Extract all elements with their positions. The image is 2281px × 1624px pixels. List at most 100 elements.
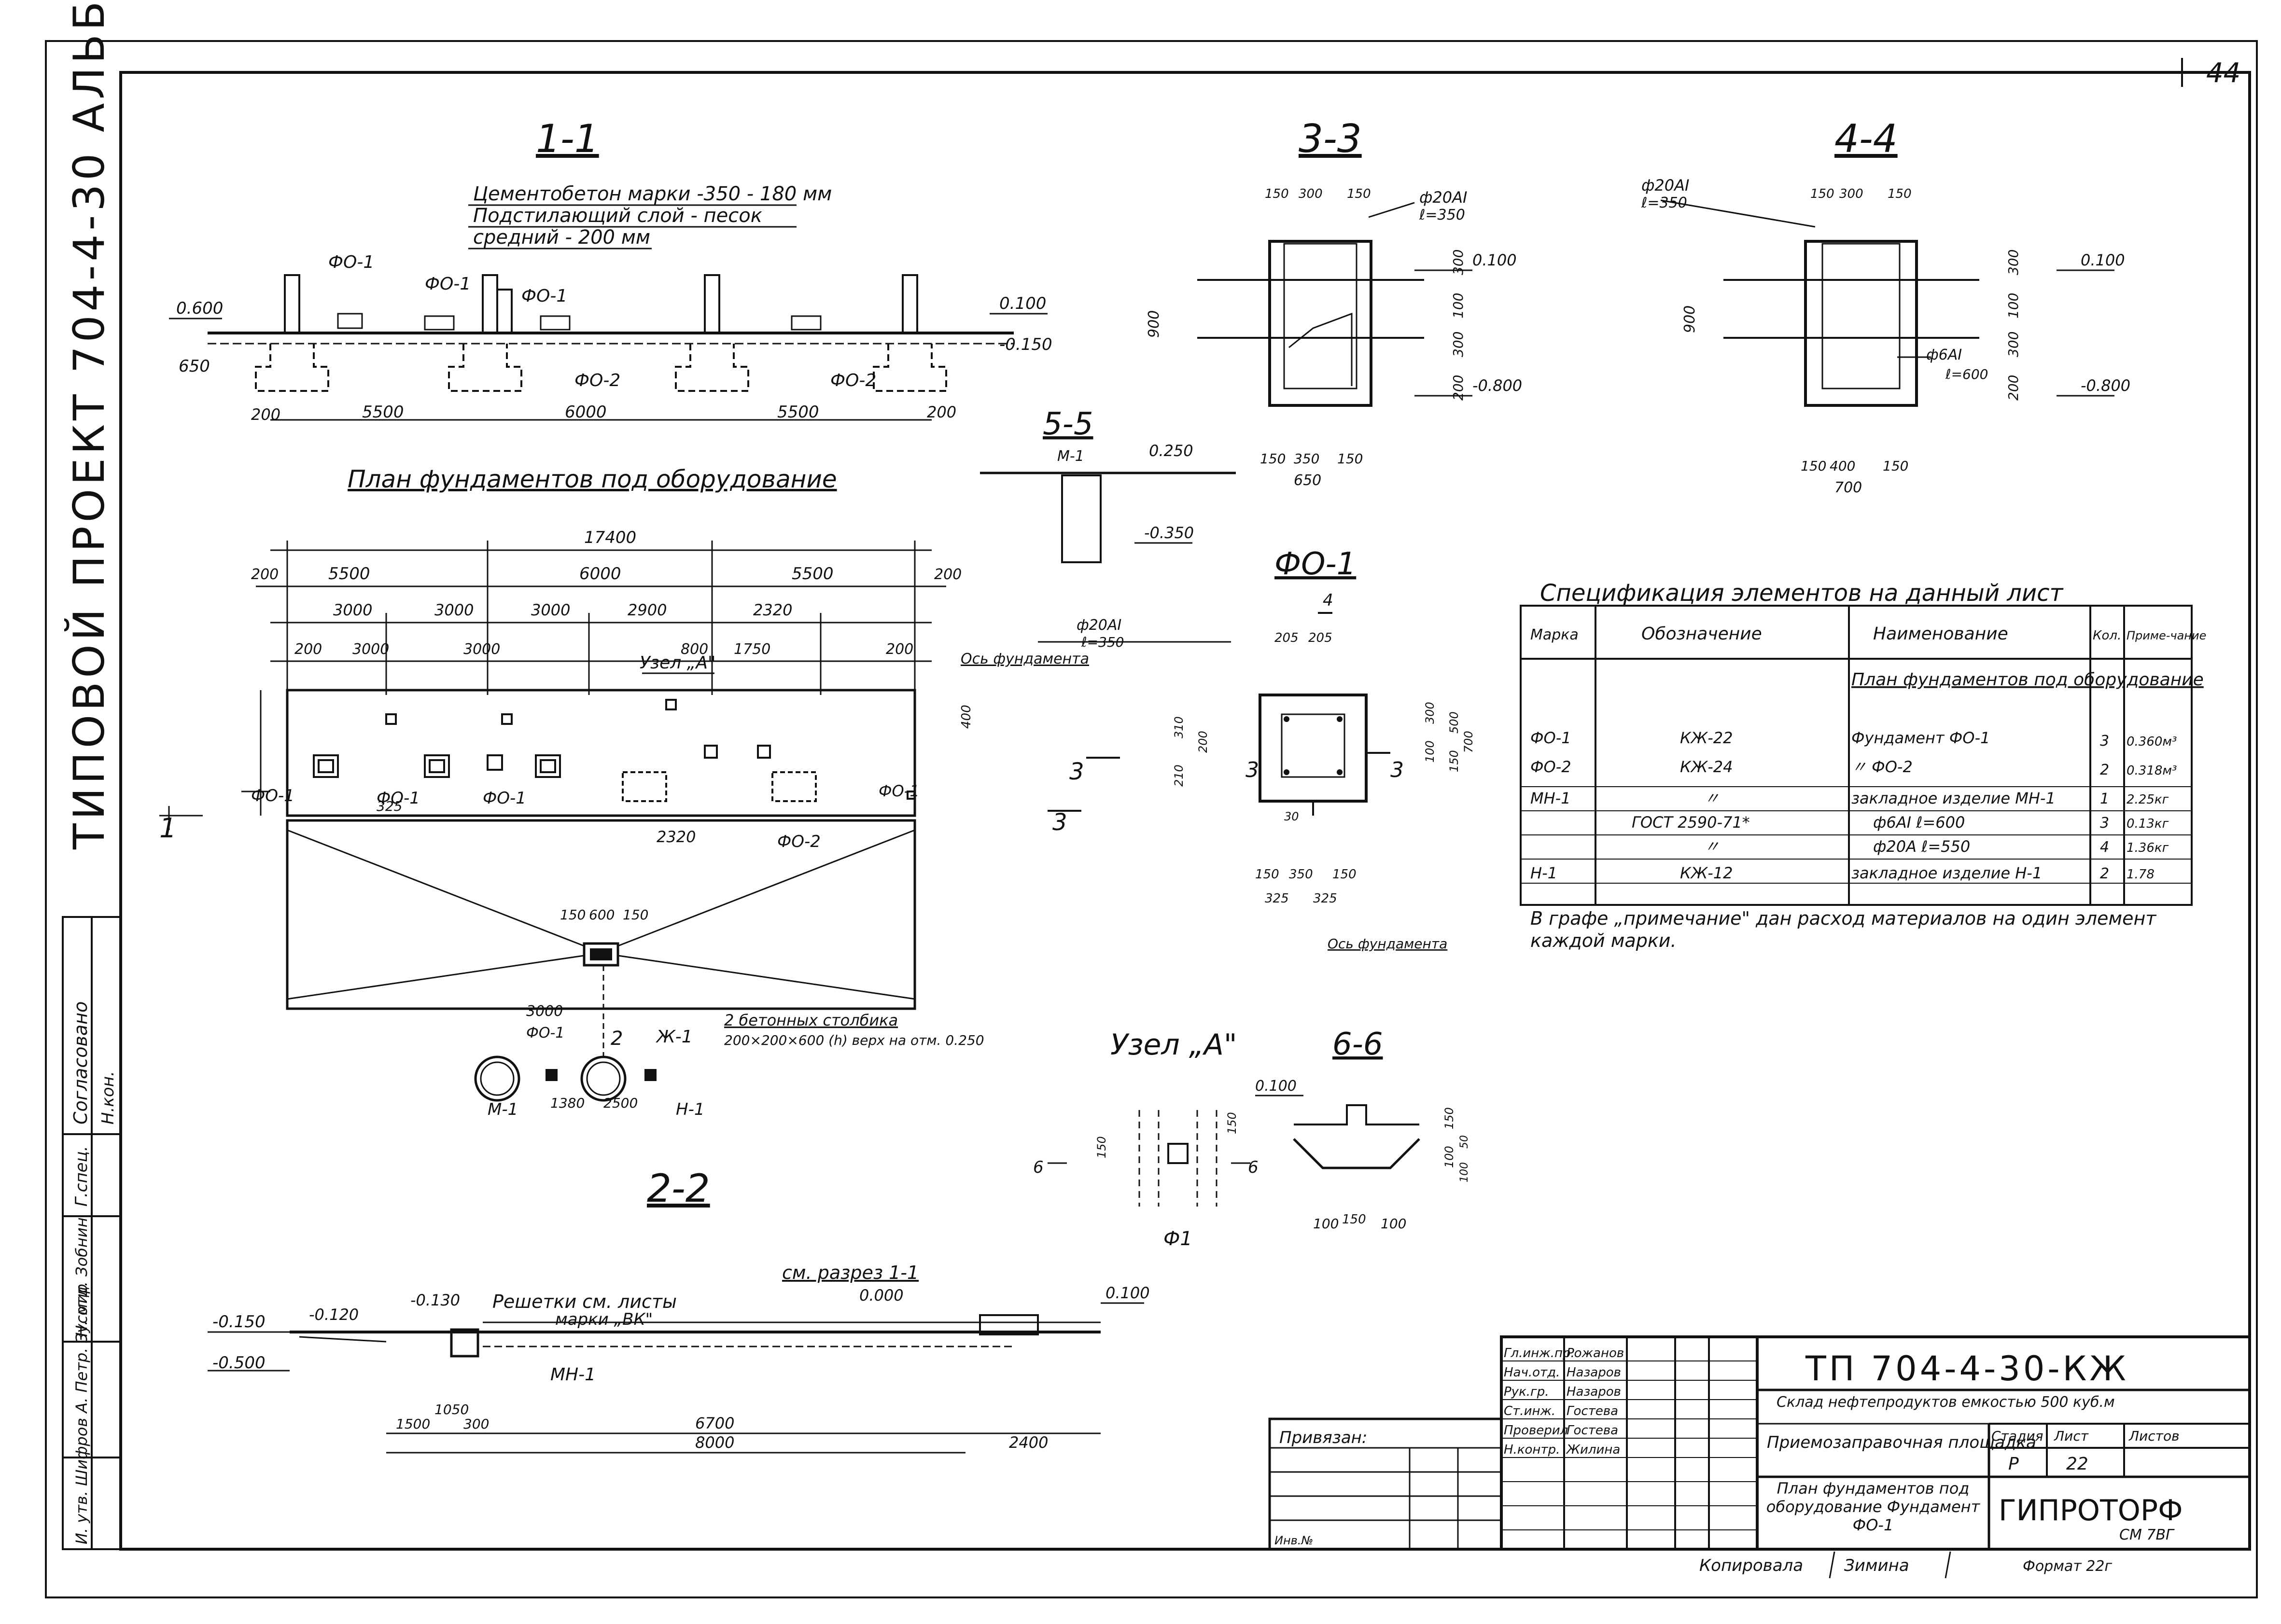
- tb-name-5: Жилина: [1566, 1443, 1620, 1457]
- section-1-1: 1-1 Цементобетон марки -350 - 180 мм Под…: [169, 116, 1052, 424]
- plan-dim-3000c: 3000: [531, 601, 570, 619]
- fo1-lbl-0: 4: [1323, 591, 1333, 610]
- plan-below-2500: 2500: [603, 1095, 638, 1111]
- uzel-a-lbl-0: 6: [1033, 1158, 1044, 1177]
- fo1-lbl-13: 200: [1196, 731, 1210, 753]
- s33-lbl-7: 300: [1450, 332, 1466, 357]
- tb-stage: Р: [2008, 1454, 2019, 1474]
- s44-lbl-8: 100: [2005, 293, 2021, 319]
- section-3-3: 3-3 ф20АI ℓ=350 0.100 -0.800 900 300 100…: [1146, 116, 1522, 489]
- spec-r2-c4: 2.25кг: [2127, 792, 2169, 807]
- fo1-title: ФО-1: [1274, 546, 1356, 582]
- plan-below-note2: 200×200×600 (h) верх на отм. 0.250: [724, 1032, 984, 1048]
- s33-lbl-10: 350: [1294, 451, 1319, 467]
- s22-lbl-m0120: -0.120: [309, 1305, 359, 1324]
- plan-lbl-fo1-b: ФО-1: [483, 789, 526, 808]
- s44-lbl-7: 300: [2005, 250, 2021, 275]
- section-2-2: 2-2 -0.150 -0.500 -0.120 -0.130 Решетки …: [208, 1166, 1150, 1454]
- plan-below-m1: М-1: [488, 1100, 518, 1119]
- tb-org: ГИПРОТОРФ: [1999, 1494, 2183, 1527]
- s55-lbl-1: 0.250: [1149, 442, 1193, 460]
- s55-lbl-2: -0.350: [1144, 524, 1194, 542]
- plan-lbl-fo1-left: ФО-1: [251, 786, 294, 805]
- plan-dim-6000: 6000: [579, 564, 621, 583]
- s44-lbl-6: 900: [1681, 305, 1698, 333]
- s22-lbl-see: см. разрез 1-1: [782, 1262, 919, 1283]
- section-4-4-title: 4-4: [1834, 116, 1898, 161]
- fo1-lbl-8: 325: [1265, 891, 1289, 906]
- s33-lbl-11: 150: [1337, 451, 1363, 467]
- tb-copier: Зимина: [1844, 1556, 1909, 1575]
- fo1-lbl-17: 150: [1447, 750, 1461, 772]
- fo1-lbl-5: 150: [1255, 867, 1279, 882]
- fo1-lbl-3: 3: [1245, 758, 1259, 782]
- plan-lbl-325: 325: [377, 798, 402, 814]
- tb-sheet-hdr: Лист: [2054, 1428, 2089, 1444]
- spec-h-name: Наименование: [1873, 624, 2008, 644]
- s66-lbl-3: 100: [1381, 1216, 1406, 1232]
- section-1-1-note-3: средний - 200 мм: [473, 226, 650, 249]
- s22-lbl-mn1: МН-1: [550, 1365, 596, 1385]
- spec-h-mark: Марка: [1530, 626, 1579, 643]
- s33-lbl-1: ℓ=350: [1419, 207, 1465, 223]
- spec-r3-c2: ф6АI ℓ=600: [1873, 813, 1965, 832]
- plan-dim-200d: 200: [886, 641, 913, 658]
- plan-dim-5500a: 5500: [328, 564, 370, 583]
- s22-dim-1500: 1500: [396, 1416, 430, 1432]
- tb-stage-hdr: Стадия: [1991, 1428, 2043, 1444]
- plan-dim-2320: 2320: [753, 601, 792, 619]
- section-1-1-title: 1-1: [536, 116, 599, 161]
- section-3-3-title: 3-3: [1299, 116, 1362, 161]
- s11-dim-3: 5500: [777, 403, 819, 422]
- plan-dim-200c: 200: [294, 641, 322, 658]
- plan-lbl-fo1-c: ФО-1: [879, 782, 920, 800]
- uzel-a-lbl-3: 150: [1225, 1112, 1239, 1134]
- plan-below-3000: 3000: [526, 1003, 563, 1020]
- s66-lbl-6: 50: [1458, 1135, 1470, 1149]
- plan-dim-3000a: 3000: [333, 601, 372, 619]
- spec-r1-c0: ФО-2: [1530, 758, 1571, 776]
- s11-lbl-650: 650: [179, 357, 210, 376]
- strip-label-0: Согласовано: [70, 1001, 91, 1124]
- section-6-6-title: 6-6: [1332, 1027, 1383, 1062]
- s55-lbl-8: 3: [1052, 809, 1067, 836]
- tb-org-sub: СМ 7ВГ: [2119, 1527, 2175, 1543]
- s44-lbl-13: 150: [1883, 458, 1908, 474]
- s22-lbl-m0150: -0.150: [212, 1312, 266, 1332]
- spec-r1-c3: 2: [2100, 762, 2109, 778]
- spec-r5-c1: КЖ-12: [1680, 864, 1733, 882]
- spec-r2-c0: МН-1: [1530, 789, 1571, 807]
- s22-dim-1050: 1050: [434, 1402, 469, 1417]
- s22-lbl-m0500: -0.500: [212, 1353, 266, 1373]
- plan-below-note1: 2 бетонных столбика: [724, 1011, 898, 1029]
- s22-dim-6700: 6700: [695, 1414, 734, 1432]
- title-block: [1268, 1335, 2251, 1551]
- plan-lbl-150a: 150: [560, 907, 586, 923]
- s11-lbl-m0150: -0.150: [999, 335, 1052, 354]
- plan-below-zh1: Ж-1: [656, 1027, 693, 1047]
- s11-lbl-fo2-b: ФО-2: [830, 371, 876, 390]
- fo1-lbl-16: 500: [1447, 711, 1461, 734]
- spec-r0-c0: ФО-1: [1530, 729, 1571, 747]
- s44-lbl-5: -0.800: [2081, 376, 2130, 395]
- section-5-5: 5-5 М-1 0.250 -0.350 ф20АI ℓ=350 Ось фун…: [959, 406, 1236, 836]
- plan-below-fo1: ФО-1: [526, 1025, 564, 1041]
- spec-note: В графе „примечание" дан расход материал…: [1530, 908, 2156, 951]
- spec-r3-c3: 3: [2100, 815, 2109, 832]
- plan-below-n1: Н-1: [676, 1100, 704, 1119]
- spec-r1-c4: 0.318м³: [2127, 763, 2177, 778]
- tb-site: Приемозаправочная площадка: [1767, 1433, 2036, 1452]
- spec-r5-c2: закладное изделие Н-1: [1851, 864, 2042, 882]
- inner-frame: [119, 71, 2251, 1551]
- spec-r3-c4: 0.13кг: [2127, 817, 2169, 831]
- s66-lbl-5: 100: [1442, 1146, 1456, 1168]
- section-5-5-title: 5-5: [1043, 406, 1093, 442]
- section-1-1-note-2: Подстилающий слой - песок: [473, 205, 762, 227]
- s66-lbl-0: 0.100: [1255, 1078, 1297, 1095]
- plan-dim-3000d: 3000: [352, 641, 389, 658]
- spec-r0-c1: КЖ-22: [1680, 729, 1733, 747]
- s22-lbl-0100: 0.100: [1106, 1284, 1150, 1302]
- s11-dim-2: 6000: [565, 403, 607, 422]
- s11-dim-4: 200: [927, 403, 956, 421]
